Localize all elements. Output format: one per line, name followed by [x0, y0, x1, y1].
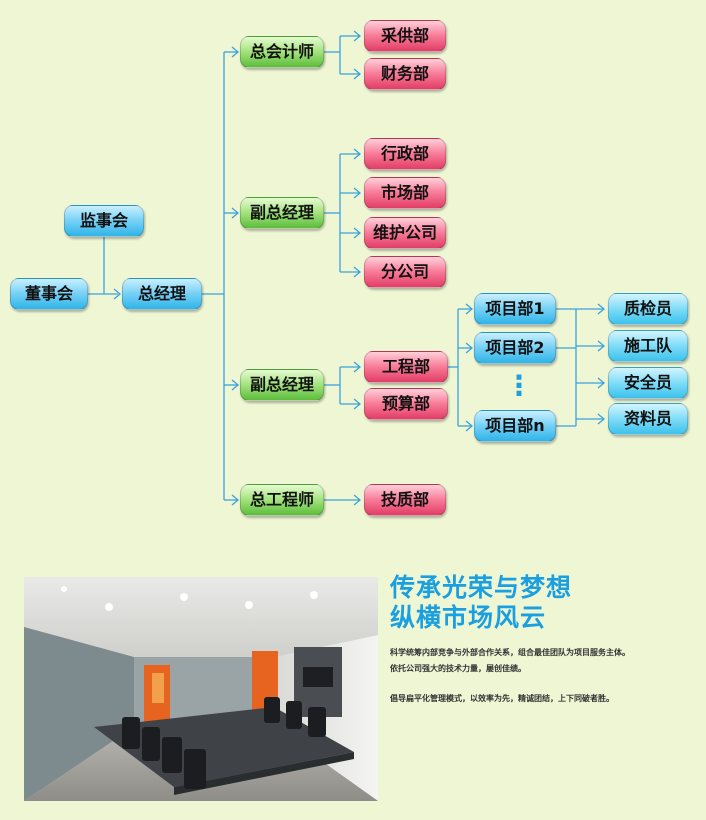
meeting-room-photo	[24, 577, 378, 801]
slogan-paragraph-3: 倡导扁平化管理模式，以效率为先，精诚团结，上下同破者胜。	[390, 694, 614, 703]
org-chart: 董事会 监事会 总经理 总会计师 副总经理 副总经理 总工程师 采供部 财务部 …	[10, 20, 688, 516]
project-ellipsis: ⋮	[505, 369, 533, 402]
node-chief-accountant: 总会计师	[240, 36, 324, 68]
headline-line-2: 纵横市场风云	[390, 603, 547, 632]
node-quality-inspector: 质检员	[608, 293, 688, 325]
node-safety-officer: 安全员	[608, 367, 688, 399]
slogan-paragraph-1: 科学统筹内部竞争与外部合作关系，组合最佳团队为项目服务主体。	[390, 648, 630, 657]
node-deputy-gm-2: 副总经理	[240, 369, 324, 401]
node-budget: 预算部	[364, 388, 448, 420]
node-deputy-gm-1: 副总经理	[240, 197, 324, 229]
node-marketing: 市场部	[364, 177, 446, 209]
node-technical-quality: 技质部	[364, 484, 446, 516]
headline-line-1: 传承光荣与梦想	[390, 573, 573, 602]
slogan-panel: 传承光荣与梦想 纵横市场风云 科学统筹内部竞争与外部合作关系，组合最佳团队为项目…	[390, 573, 700, 707]
node-finance: 财务部	[364, 58, 446, 90]
slogan-paragraph-2: 依托公司强大的技术力量，屡创佳绩。	[390, 664, 526, 673]
node-maintenance-company: 维护公司	[364, 217, 446, 249]
node-document-clerk: 资料员	[608, 403, 688, 435]
node-procurement: 采供部	[364, 20, 446, 52]
node-administration: 行政部	[364, 138, 446, 170]
node-board: 董事会	[10, 278, 88, 310]
node-supervisors: 监事会	[64, 205, 144, 237]
node-chief-engineer: 总工程师	[240, 484, 324, 516]
meeting-room-illustration	[24, 577, 378, 801]
node-branch-company: 分公司	[364, 256, 446, 288]
node-project-1: 项目部1	[474, 293, 556, 325]
node-project-n: 项目部n	[474, 410, 556, 442]
node-project-2: 项目部2	[474, 332, 556, 364]
connector-lines	[88, 30, 606, 506]
node-engineering: 工程部	[364, 351, 448, 383]
node-general-manager: 总经理	[122, 278, 202, 310]
node-construction-team: 施工队	[608, 330, 688, 362]
